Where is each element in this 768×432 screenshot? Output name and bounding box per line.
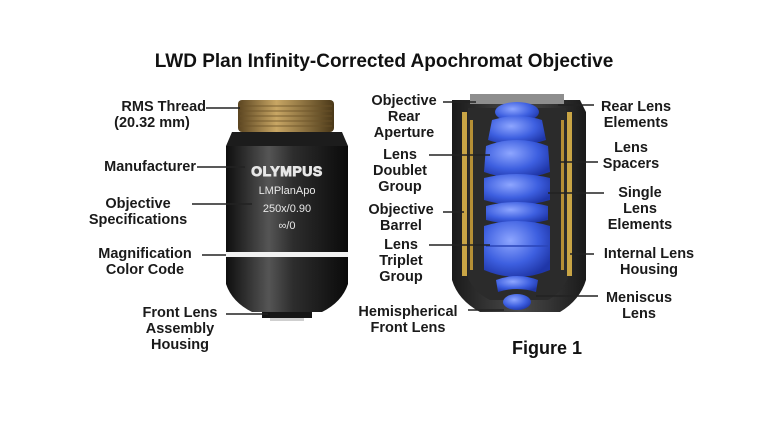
objective-exterior [226,100,348,321]
objective-shoulder [226,132,348,146]
meniscus-lens [496,276,538,292]
label-lens-doublet-group: Lens Doublet Group [373,147,427,195]
label-objective-barrel: Objective Barrel [368,202,434,234]
figure-label: Figure 1 [512,338,583,358]
label-lens-triplet-group: Lens Triplet Group [379,237,423,285]
objective-model: LMPlanApo [259,185,316,197]
lens-doublet [484,140,550,178]
label-front-lens-assembly-housing: Front Lens Assembly Housing [142,305,218,353]
label-single-lens-elements: Single Lens Elements [607,185,673,233]
front-lens-tip [262,312,312,318]
magnification-color-band [226,252,348,257]
label-magnification-color-code: Magnification Color Code [98,246,192,278]
rear-lens-group [488,116,546,145]
label-objective-rear-aperture: Objective Rear Aperture [371,93,437,141]
label-objective-specifications: Objective Specifications [88,196,188,228]
label-lens-spacers: Lens Spacers [602,140,660,172]
lens-spacer-left [462,112,467,276]
label-rms-thread: RMS Thread (20.32 mm) [114,99,206,131]
lens-spacer-right [567,112,572,276]
single-lens-element-1 [484,174,550,205]
hemispherical-front-lens [503,294,531,310]
objective-cutaway [452,94,586,312]
label-rear-lens-elements: Rear Lens Elements [600,99,672,131]
single-lens-element-2 [486,202,548,224]
lens-triplet [484,221,550,277]
label-hemispherical-front-lens: Hemispherical Front Lens [358,304,458,336]
objective-specs: 250x/0.90 [263,203,311,215]
objective-body [226,146,348,312]
label-manufacturer: Manufacturer [104,159,196,175]
objective-infinity: ∞/0 [278,220,295,232]
diagram-title: LWD Plan Infinity-Corrected Apochromat O… [154,51,614,72]
label-internal-lens-housing: Internal Lens Housing [603,246,695,278]
objective-brand: OLYMPUS [251,163,322,179]
leader-lines [192,101,604,315]
label-meniscus-lens: Meniscus Lens [605,290,673,322]
